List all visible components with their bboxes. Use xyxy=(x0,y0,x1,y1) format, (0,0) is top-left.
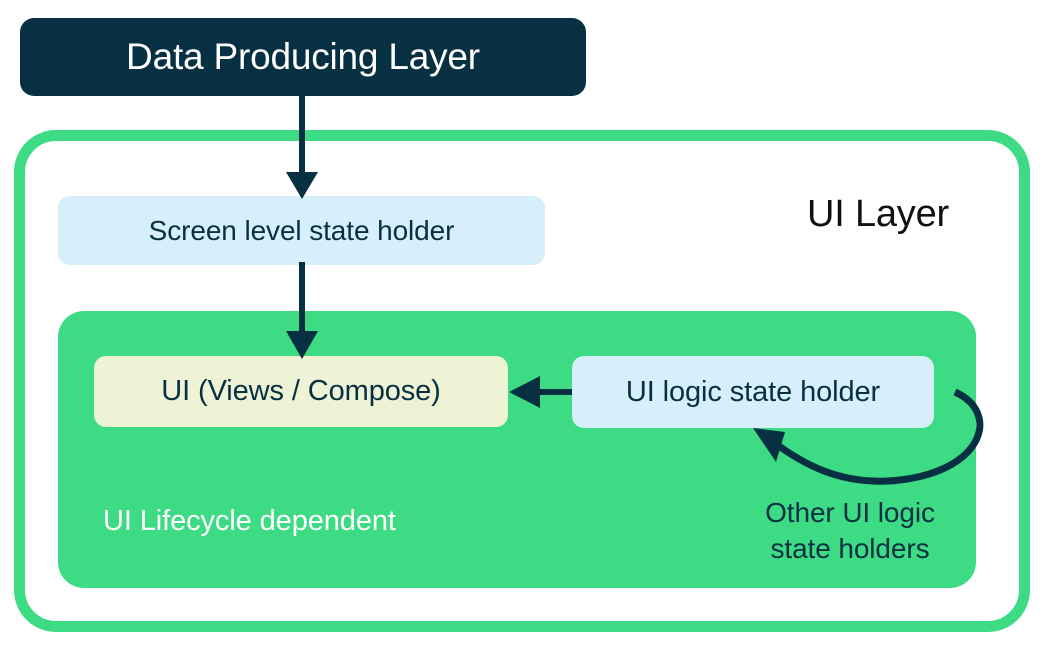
node-other-state-holders-line2: state holders xyxy=(770,533,930,564)
node-ui-views-compose: UI (Views / Compose) xyxy=(94,356,508,427)
node-ui-views-compose-label: UI (Views / Compose) xyxy=(161,375,441,407)
node-ui-logic-state-holder-label: UI logic state holder xyxy=(625,375,881,408)
node-ui-layer-container xyxy=(14,130,1030,632)
node-other-state-holders-caption: Other UI logic state holders xyxy=(735,495,965,567)
node-ui-lifecycle-dependent-text: UI Lifecycle dependent xyxy=(103,504,396,537)
node-data-producing-layer-label: Data Producing Layer xyxy=(126,36,480,77)
node-ui-layer-title: UI Layer xyxy=(783,190,973,238)
node-screen-level-state-holder: Screen level state holder xyxy=(58,196,545,265)
node-other-state-holders-line1: Other UI logic xyxy=(765,497,935,528)
node-screen-level-state-holder-label: Screen level state holder xyxy=(148,214,455,246)
node-ui-lifecycle-dependent-label: UI Lifecycle dependent xyxy=(103,500,396,542)
node-ui-layer-label: UI Layer xyxy=(806,192,949,235)
node-ui-logic-state-holder: UI logic state holder xyxy=(572,356,934,428)
node-data-producing-layer: Data Producing Layer xyxy=(20,18,586,96)
